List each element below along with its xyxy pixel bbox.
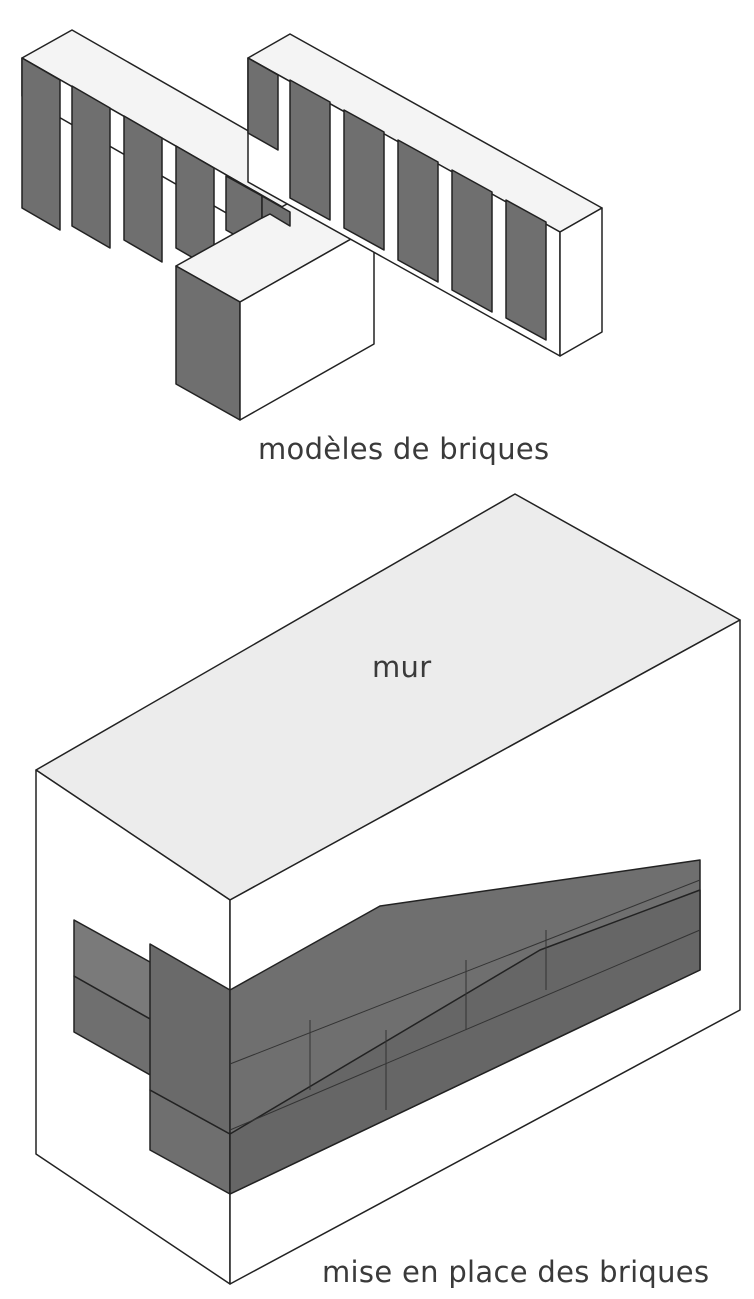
straight-brick-groove-6 bbox=[505, 199, 547, 341]
straight-brick-groove-4 bbox=[397, 139, 439, 283]
corner-brick-groove-1 bbox=[71, 85, 111, 249]
corner-brick-groove-2 bbox=[123, 115, 163, 263]
wall-label: mur bbox=[372, 650, 432, 684]
straight-brick-end bbox=[559, 207, 603, 357]
corner-brick-notch bbox=[261, 195, 291, 227]
brick-models-caption: modèles de briques bbox=[258, 432, 550, 466]
straight-brick-groove-2 bbox=[289, 79, 331, 221]
brick-joint-2 bbox=[229, 929, 701, 1131]
straight-brick bbox=[247, 33, 603, 357]
bricks-in-place bbox=[73, 859, 701, 1195]
straight-brick-groove-3 bbox=[343, 109, 385, 251]
straight-brick-groove-1 bbox=[247, 57, 279, 151]
brick-models-group bbox=[21, 29, 603, 421]
corner-brick-arm-shade bbox=[21, 57, 61, 231]
straight-brick-groove-5 bbox=[451, 169, 493, 313]
brick-joint-1 bbox=[229, 879, 701, 1065]
placement-caption: mise en place des briques bbox=[322, 1255, 710, 1289]
corner-brick-end-right bbox=[239, 225, 375, 421]
wall-group bbox=[35, 493, 741, 1285]
